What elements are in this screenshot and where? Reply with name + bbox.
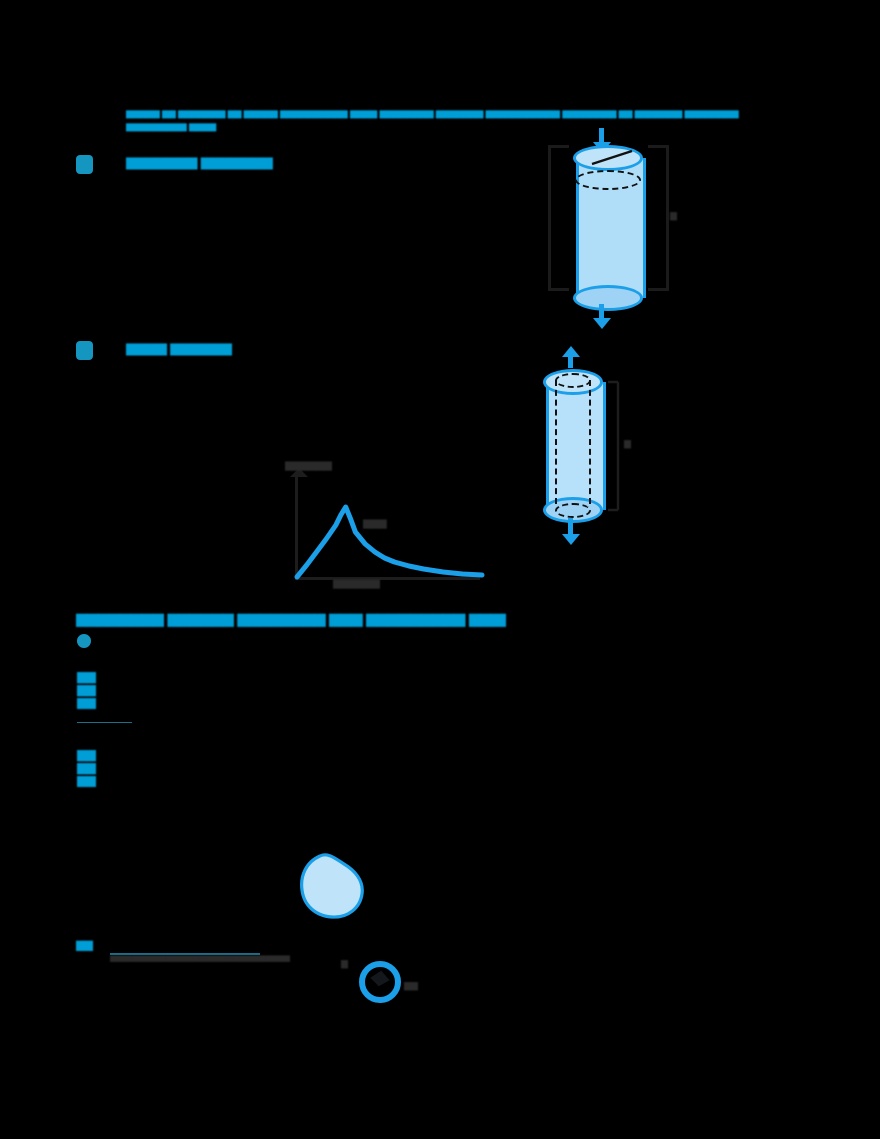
section-heading-2: ▆▆▆▆ ▆▆▆▆▆▆ [126, 340, 346, 356]
hollow-cylinder-figure: ▆ [524, 346, 644, 550]
chart-y-axis-label: ▆▆▆▆▆▆ [285, 460, 333, 471]
bottom-arrow-stem [599, 304, 604, 320]
margin-label-marker [77, 634, 91, 648]
bracket-right [648, 145, 669, 291]
footnote-text: ▆▆▆▆▆▆▆▆▆▆▆▆▆▆▆▆▆▆▆▆▆▆▆▆▆▆▆▆▆▆▆▆▆ [110, 955, 290, 962]
chart-y-axis [295, 476, 298, 580]
bracket-left [548, 145, 569, 291]
cylinder-diameter-pointer [591, 149, 633, 166]
hollow-top-arrow-stem [568, 350, 573, 368]
cylinder-shape [573, 145, 646, 311]
top-arrow-stem [599, 128, 604, 144]
section-heading-1: ▆▆▆▆▆▆▆ ▆▆▆▆▆▆▆ [126, 154, 426, 170]
chart-x-axis [295, 577, 480, 580]
response-curve-chart: ▆▆▆▆▆▆ ▆▆▆▆▆▆ ▆▆▆ [285, 460, 485, 589]
chart-y-axis-arrow [290, 468, 308, 477]
bottom-arrow-head [593, 318, 611, 329]
section-marker-2 [76, 341, 93, 360]
footnote-marker: ▆▆ [76, 939, 94, 951]
hollow-bottom-arrow-head [562, 534, 580, 545]
cylinder-dimension-label: ▆ [670, 210, 678, 220]
hollow-cylinder-dimension-label: ▆ [624, 438, 632, 448]
hollow-bottom-inner-ring [555, 503, 591, 518]
hollow-top-arrow-head [562, 346, 580, 357]
cylinder-axial-load-figure: ▆ [540, 128, 690, 338]
chart-annotation: ▆▆▆ [363, 518, 387, 529]
circular-section-figure [359, 961, 401, 1003]
section-marker-1 [76, 155, 93, 174]
chart-series-path [294, 504, 485, 580]
margin-label-3: ▆▆ ▆▆ ▆▆ [77, 748, 117, 787]
hollow-bottom-arrow-stem [568, 518, 573, 536]
footnote-rule [110, 953, 260, 955]
margin-label-2: ▆▆ ▆▆ ▆▆ [77, 670, 117, 709]
margin-rule-1 [77, 722, 132, 723]
hollow-cylinder-shape [543, 369, 606, 523]
chart-x-axis-label: ▆▆▆▆▆▆ [333, 578, 381, 589]
subsection-heading: ▆▆▆▆▆▆▆▆ ▆▆▆▆▆▆ ▆▆▆▆▆▆▆▆ ▆▆▆ ▆▆▆▆▆▆▆▆▆ ▆… [76, 610, 506, 626]
hollow-inner-wall-right [589, 380, 591, 504]
irregular-particle-figure [300, 853, 364, 919]
ring-leader-label: ▆ [341, 958, 349, 968]
ring-side-label: ▆▆ [404, 980, 419, 990]
hollow-cylinder-height-bracket [608, 380, 620, 512]
hollow-top-inner-ring [555, 373, 591, 388]
intro-lead-line-2: ▆▆▆▆▆▆▆▆▆ ▆▆▆▆ [126, 121, 256, 132]
hollow-inner-wall-left [555, 380, 557, 504]
intro-lead-line-1: ▆▆▆▆▆ ▆▆ ▆▆▆▆▆▆▆ ▆▆ ▆▆▆▆▆ ▆▆▆▆▆▆▆▆▆▆ ▆▆▆… [126, 108, 746, 119]
cylinder-dashed-ring [575, 170, 641, 190]
cylinder-bottom-ellipse [573, 285, 643, 311]
